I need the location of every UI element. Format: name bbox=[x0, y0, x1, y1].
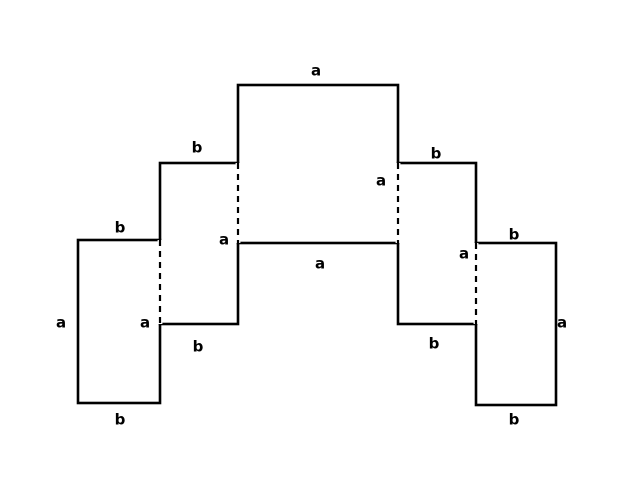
label-left-outer-top-b: b bbox=[114, 218, 126, 237]
label-right-outer-side-a: a bbox=[556, 313, 568, 332]
right-inner-rectangle bbox=[396, 161, 478, 326]
label-left-inner-bottom-b: b bbox=[192, 337, 204, 356]
label-right-outer-bottom-b: b bbox=[508, 410, 520, 429]
label-right-outer-top-b: b bbox=[508, 225, 520, 244]
label-right-inner-bottom-b: b bbox=[428, 334, 440, 353]
label-right-inner-upper-a: a bbox=[375, 171, 387, 190]
label-left-inner-top-b: b bbox=[191, 138, 203, 157]
dashed-shared-edges-group bbox=[157, 163, 479, 324]
label-center-bottom-a: a bbox=[314, 254, 326, 273]
center-rectangle bbox=[236, 83, 400, 245]
label-left-outer-side-a: a bbox=[55, 313, 67, 332]
label-right-inner-top-b: b bbox=[430, 144, 442, 163]
label-left-inner-corner-a: a bbox=[139, 313, 151, 332]
label-center-top-a: a bbox=[310, 61, 322, 80]
rectangle-outlines-group bbox=[76, 83, 558, 407]
right-outer-rectangle bbox=[474, 241, 558, 407]
label-center-right-a: a bbox=[458, 244, 470, 263]
label-left-outer-bottom-b: b bbox=[114, 410, 126, 429]
label-center-left-a: a bbox=[218, 230, 230, 249]
